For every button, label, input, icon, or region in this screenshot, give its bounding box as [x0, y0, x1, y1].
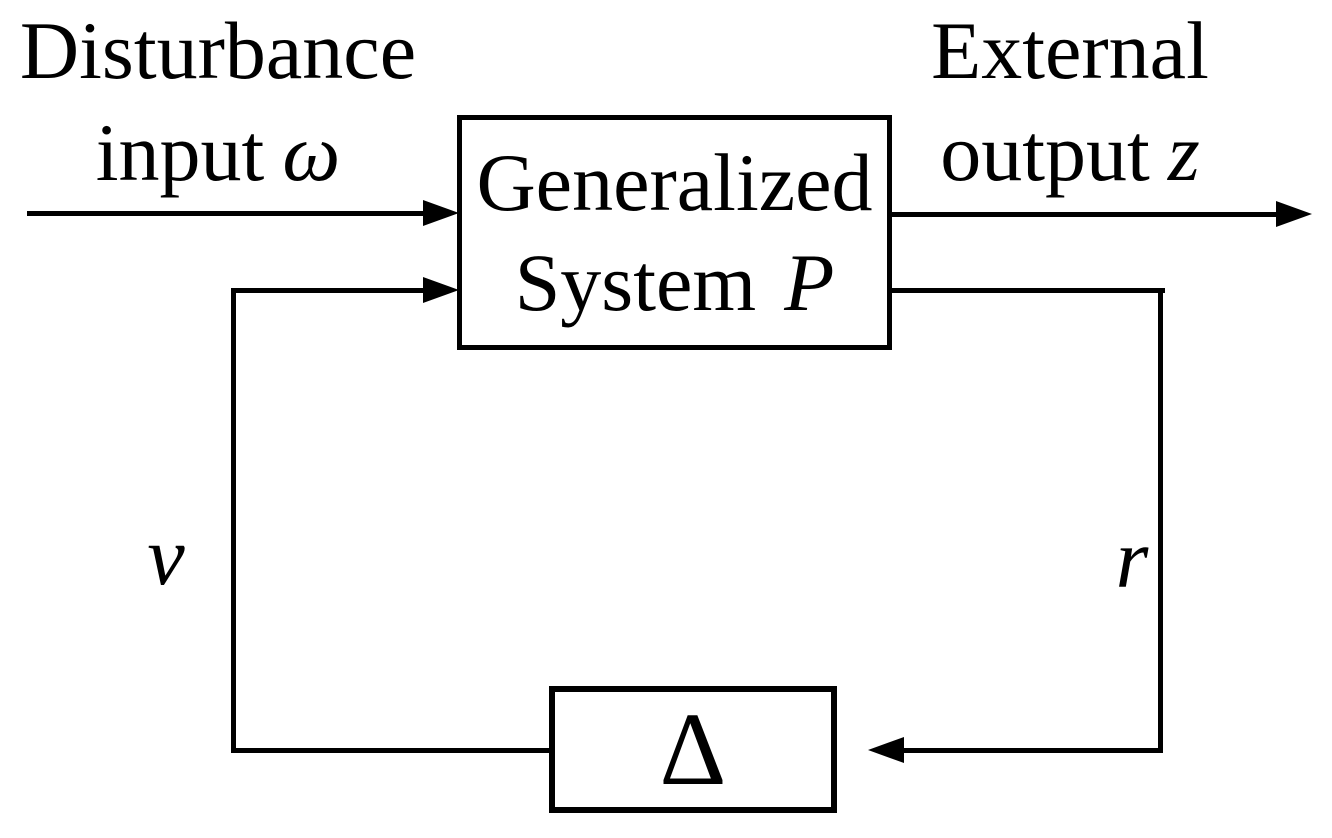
plant-word: System: [514, 236, 757, 328]
r-top-line: [890, 288, 1165, 293]
r-bottom-line: [900, 748, 1163, 753]
delta-block-box: Δ: [549, 686, 837, 813]
generalized-system-box: Generalized System P: [457, 115, 892, 350]
disturbance-word: input: [95, 107, 265, 198]
external-label-line1: External: [931, 5, 1209, 96]
delta-symbol: Δ: [659, 691, 727, 807]
delta-output-line: [231, 748, 551, 753]
v-arrowhead-icon: [423, 277, 459, 303]
plant-p-symbol: P: [784, 236, 835, 328]
v-vertical-line: [231, 288, 236, 753]
z-arrow-line: [890, 212, 1280, 217]
r-arrowhead-icon: [868, 737, 904, 763]
v-signal-label: v: [147, 510, 185, 603]
plant-title-line2: System P: [515, 233, 835, 333]
z-arrowhead-icon: [1276, 201, 1312, 227]
v-arrow-line: [231, 288, 425, 293]
plant-title-line1: Generalized: [476, 136, 873, 228]
disturbance-label-line1: Disturbance: [19, 5, 417, 96]
disturbance-arrow-line: [27, 211, 427, 216]
disturbance-arrowhead-icon: [423, 200, 459, 226]
z-symbol: z: [1167, 107, 1200, 198]
r-vertical-line: [1158, 288, 1163, 753]
external-word: output: [940, 107, 1150, 198]
r-signal-label: r: [1115, 513, 1149, 606]
omega-symbol: ω: [282, 107, 341, 198]
